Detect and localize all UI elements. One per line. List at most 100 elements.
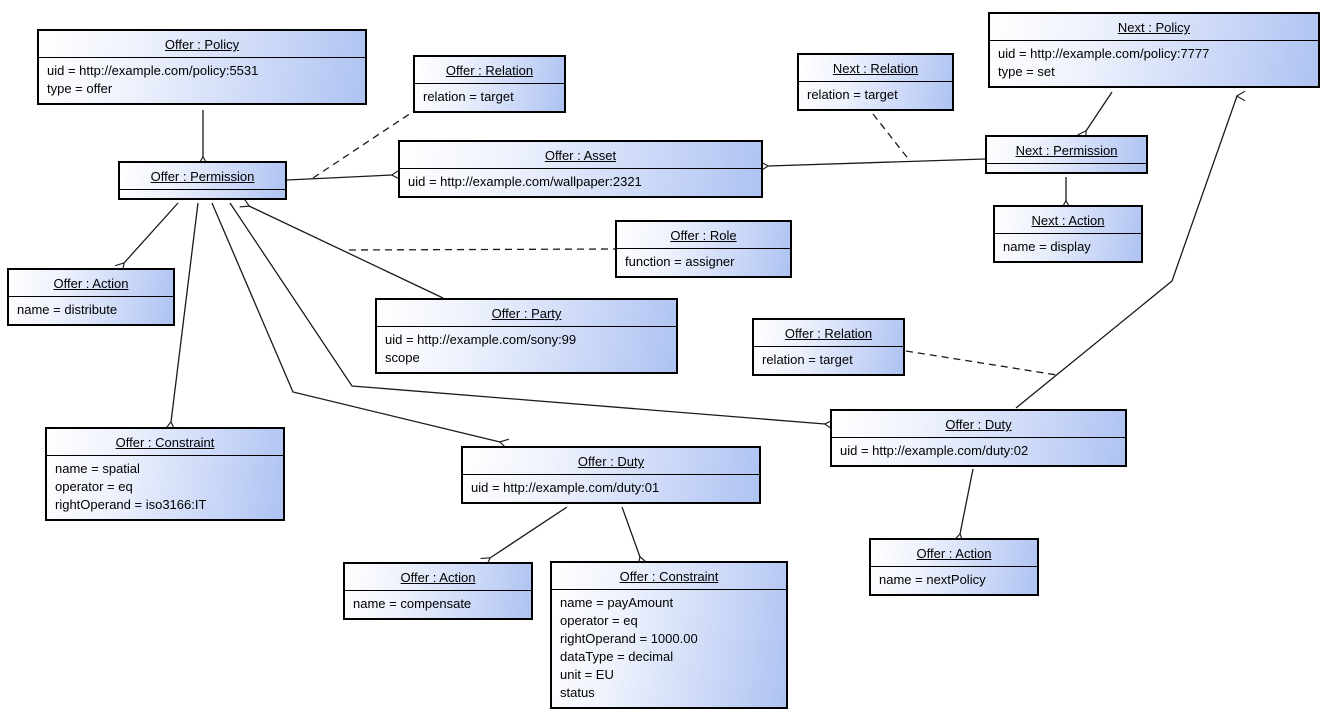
node-title-text: Offer : Relation <box>784 326 873 341</box>
node-title: Offer : Duty <box>463 448 759 475</box>
attr-line: name = payAmount <box>560 595 674 610</box>
node-title: Offer : Duty <box>832 411 1125 438</box>
node-title: Offer : Action <box>871 540 1037 567</box>
node-title-text: Offer : Duty <box>577 454 645 469</box>
attr-line: name = distribute <box>17 302 118 317</box>
node-title-text: Next : Policy <box>1117 20 1191 35</box>
node-offer-action-nextpolicy[interactable]: Offer : Action name = nextPolicy <box>869 538 1039 596</box>
attr-line: operator = eq <box>560 613 638 628</box>
node-offer-relation-1[interactable]: Offer : Relation relation = target <box>413 55 566 113</box>
edge-next-permission-to-offer-asset <box>759 158 986 172</box>
dashed-next-relation-link <box>872 113 911 162</box>
node-attributes: relation = target <box>799 82 952 109</box>
attr-line: uid = http://example.com/policy:5531 <box>47 63 259 78</box>
attr-line: type = offer <box>47 81 113 96</box>
node-title-text: Offer : Asset <box>544 148 617 163</box>
dashed-offer-relation-1-link <box>312 110 415 179</box>
node-offer-action-compensate[interactable]: Offer : Action name = compensate <box>343 562 533 620</box>
node-offer-permission[interactable]: Offer : Permission <box>118 161 287 200</box>
attr-line: uid = http://example.com/policy:7777 <box>998 46 1210 61</box>
attr-line: operator = eq <box>55 479 133 494</box>
node-title: Offer : Role <box>617 222 790 249</box>
node-offer-action-distribute[interactable]: Offer : Action name = distribute <box>7 268 175 326</box>
node-offer-party[interactable]: Offer : Party uid = http://example.com/s… <box>375 298 678 374</box>
edge-duty-01-to-constraint-payamount <box>621 506 648 567</box>
node-next-action[interactable]: Next : Action name = display <box>993 205 1143 263</box>
node-title: Next : Action <box>995 207 1141 234</box>
attr-line: status <box>560 685 595 700</box>
node-attributes: uid = http://example.com/duty:02 <box>832 438 1125 465</box>
node-next-permission[interactable]: Next : Permission <box>985 135 1148 174</box>
attr-line: name = compensate <box>353 596 472 611</box>
attr-line: unit = EU <box>560 667 614 682</box>
node-offer-policy[interactable]: Offer : Policy uid = http://example.com/… <box>37 29 367 105</box>
node-title: Offer : Relation <box>415 57 564 84</box>
attr-line: name = spatial <box>55 461 140 476</box>
node-attributes: uid = http://example.com/policy:7777 typ… <box>990 41 1318 86</box>
node-offer-relation-2[interactable]: Offer : Relation relation = target <box>752 318 905 376</box>
attr-line: name = display <box>1003 239 1091 254</box>
node-offer-duty-01[interactable]: Offer : Duty uid = http://example.com/du… <box>461 446 761 504</box>
node-offer-role[interactable]: Offer : Role function = assigner <box>615 220 792 278</box>
attr-line: rightOperand = iso3166:IT <box>55 497 207 512</box>
node-title: Offer : Party <box>377 300 676 327</box>
node-title-text: Offer : Duty <box>945 417 1012 432</box>
node-title: Offer : Constraint <box>552 563 786 590</box>
node-title: Offer : Permission <box>120 163 285 190</box>
node-attributes: uid = http://example.com/sony:99 scope <box>377 327 676 372</box>
node-attributes: uid = http://example.com/duty:01 <box>463 475 759 502</box>
node-title-text: Offer : Action <box>53 276 129 291</box>
node-next-relation[interactable]: Next : Relation relation = target <box>797 53 954 111</box>
edge-offer-permission-to-offer-asset <box>286 169 401 181</box>
edge-offer-party-to-offer-permission <box>239 197 444 299</box>
node-attributes: function = assigner <box>617 249 790 276</box>
node-title: Offer : Action <box>9 270 173 297</box>
attr-line: uid = http://example.com/wallpaper:2321 <box>408 174 642 189</box>
node-attributes <box>987 164 1146 172</box>
node-title: Next : Policy <box>990 14 1318 41</box>
node-title-text: Offer : Constraint <box>619 569 719 584</box>
edge-offer-permission-to-duty-01 <box>211 202 510 449</box>
node-attributes: name = spatial operator = eq rightOperan… <box>47 456 283 519</box>
edge-duty-01-to-action-compensate <box>480 506 568 567</box>
node-title-text: Offer : Constraint <box>115 435 215 450</box>
node-title: Next : Relation <box>799 55 952 82</box>
node-title-text: Offer : Party <box>491 306 562 321</box>
node-title: Offer : Action <box>345 564 531 591</box>
node-offer-asset[interactable]: Offer : Asset uid = http://example.com/w… <box>398 140 763 198</box>
attr-line: type = set <box>998 64 1055 79</box>
node-title-text: Offer : Policy <box>164 37 240 52</box>
node-attributes: relation = target <box>415 84 564 111</box>
node-next-policy[interactable]: Next : Policy uid = http://example.com/p… <box>988 12 1320 88</box>
node-attributes: name = distribute <box>9 297 173 324</box>
node-title-text: Next : Relation <box>832 61 919 76</box>
node-attributes: name = payAmount operator = eq rightOper… <box>552 590 786 707</box>
node-title: Offer : Policy <box>39 31 365 58</box>
edge-duty-02-to-action-nextpolicy <box>953 468 974 544</box>
attr-line: relation = target <box>762 352 853 367</box>
node-attributes: name = compensate <box>345 591 531 618</box>
node-title: Offer : Asset <box>400 142 761 169</box>
edge-offer-permission-to-action-distribute <box>114 202 179 273</box>
node-offer-constraint-payamount[interactable]: Offer : Constraint name = payAmount oper… <box>550 561 788 709</box>
attr-line: name = nextPolicy <box>879 572 986 587</box>
attr-line: relation = target <box>807 87 898 102</box>
node-title-text: Offer : Action <box>400 570 476 585</box>
edge-offer-permission-to-duty-02 <box>229 202 834 430</box>
node-title: Offer : Constraint <box>47 429 283 456</box>
node-attributes: relation = target <box>754 347 903 374</box>
attr-line: uid = http://example.com/duty:02 <box>840 443 1029 458</box>
node-title: Next : Permission <box>987 137 1146 164</box>
edge-offer-permission-to-constraint-spatial <box>164 202 199 431</box>
attr-line: function = assigner <box>625 254 735 269</box>
node-attributes <box>120 190 285 198</box>
node-offer-duty-02[interactable]: Offer : Duty uid = http://example.com/du… <box>830 409 1127 467</box>
node-attributes: name = nextPolicy <box>871 567 1037 594</box>
node-title-text: Next : Action <box>1031 213 1105 228</box>
node-title: Offer : Relation <box>754 320 903 347</box>
attr-line: uid = http://example.com/sony:99 <box>385 332 577 347</box>
edge-duty-02-to-next-policy <box>1015 86 1245 409</box>
node-offer-constraint-spatial[interactable]: Offer : Constraint name = spatial operat… <box>45 427 285 521</box>
